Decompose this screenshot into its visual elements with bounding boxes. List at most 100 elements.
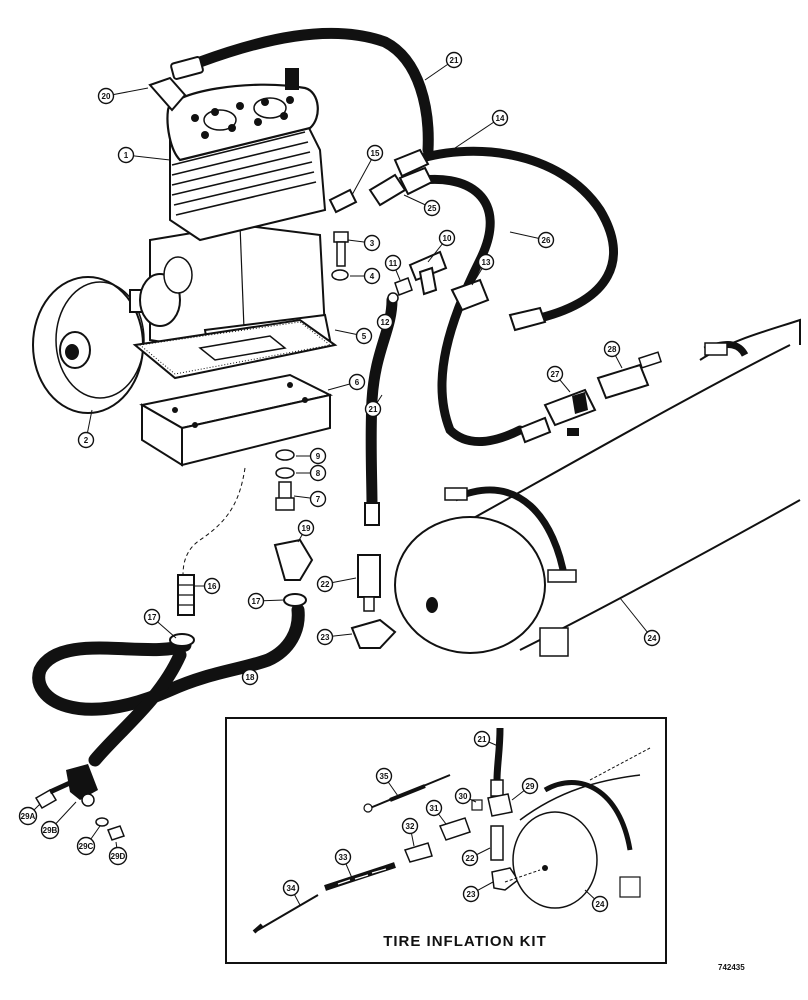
callout-label: 24 (648, 634, 657, 643)
callout-label: 24 (596, 900, 605, 909)
callout-circle (108, 846, 128, 866)
callout-circle (438, 229, 456, 247)
callout-circle (425, 799, 443, 817)
callout-label: 23 (321, 633, 330, 642)
callout-circle (461, 849, 479, 867)
callout-circle (591, 895, 609, 913)
callout-leader (454, 117, 501, 149)
drawing-number: 742435 (718, 963, 745, 972)
callout-label: 30 (459, 792, 468, 801)
air-compressor (129, 68, 332, 362)
callout-label: 29C (79, 842, 94, 851)
clamp-17-left (169, 633, 195, 647)
gasket (132, 318, 338, 380)
callout-circle (473, 730, 491, 748)
clip-29b (66, 764, 98, 807)
callout-label: 16 (208, 582, 217, 591)
callout-label: 29A (21, 812, 36, 821)
callout-circle (348, 373, 366, 391)
bolt-7 (275, 481, 295, 511)
hose-end-fitting (508, 306, 552, 444)
callout-label: 12 (381, 318, 390, 327)
callout-label: 21 (450, 56, 459, 65)
callout-label: 32 (406, 822, 415, 831)
callout-circle (97, 87, 115, 105)
callout-label: 7 (316, 495, 321, 504)
callout-circle (423, 199, 441, 217)
callout-label: 8 (316, 469, 321, 478)
callout-label: 23 (467, 890, 476, 899)
callout-circle (40, 820, 60, 840)
hose-18 (32, 603, 305, 767)
callout-circle (375, 767, 393, 785)
callout-circle (454, 787, 472, 805)
nut-29d (107, 825, 125, 841)
callout-label: 29B (43, 826, 58, 835)
callout-circle (603, 340, 621, 358)
elbow-fitting-20 (148, 56, 204, 112)
callout-circle (316, 628, 334, 646)
callout-circle (363, 267, 381, 285)
callout-circle (241, 668, 259, 686)
callout-label: 28 (608, 345, 617, 354)
callout-label: 19 (302, 524, 311, 533)
washer-8 (275, 467, 295, 479)
dashed-guide-line (182, 467, 246, 576)
callout-circle (334, 848, 352, 866)
callout-circle (76, 836, 96, 856)
bolt-3 (333, 231, 349, 267)
callout-label: 3 (370, 239, 375, 248)
callout-circle (247, 592, 265, 610)
callout-circle (309, 490, 327, 508)
callout-circle (143, 608, 161, 626)
callout-label: 25 (428, 204, 437, 213)
callout-label: 18 (246, 673, 255, 682)
callout-label: 1 (124, 151, 129, 160)
callout-circle (491, 109, 509, 127)
callout-label: 2 (84, 436, 89, 445)
callout-circle (546, 365, 564, 383)
callout-circle (477, 253, 495, 271)
callout-label: 33 (339, 853, 348, 862)
callout-circle (203, 577, 221, 595)
callout-label: 9 (316, 452, 321, 461)
callout-label: 29D (111, 852, 126, 861)
callout-label: 26 (542, 236, 551, 245)
tire-inflation-kit-inset: TIRE INFLATION KIT (225, 717, 667, 964)
elbow-23 (350, 618, 397, 649)
callout-label: 22 (466, 854, 475, 863)
callout-circle (376, 313, 394, 331)
callout-label: 13 (482, 258, 491, 267)
callout-label: 21 (478, 735, 487, 744)
fitting-25 (368, 148, 434, 207)
mounting-plate (139, 373, 333, 467)
air-tank (394, 318, 801, 657)
callout-circle (363, 234, 381, 252)
clamp-17-right (283, 593, 307, 607)
callout-circle (401, 817, 419, 835)
callout-circle (316, 575, 334, 593)
callout-label: 4 (370, 272, 375, 281)
callout-group: 1234567891011121314151617171819202121222… (18, 51, 661, 913)
callout-circle (366, 144, 384, 162)
tee-fitting-27 (543, 388, 597, 427)
callout-label: 20 (102, 92, 111, 101)
callout-label: 29 (526, 782, 535, 791)
callout-label: 17 (148, 613, 157, 622)
callout-label: 14 (496, 114, 505, 123)
pulley (32, 276, 145, 414)
fitting-22 (357, 554, 381, 612)
hose-21-upper (194, 27, 434, 156)
callout-circle (18, 806, 38, 826)
fitting-12 (387, 292, 399, 304)
callout-circle (462, 885, 480, 903)
callout-circle (445, 51, 463, 69)
hose-26 (405, 174, 525, 447)
callout-circle (537, 231, 555, 249)
callout-circle (364, 400, 382, 418)
washer-29c (95, 817, 109, 827)
callout-circle (297, 519, 315, 537)
fitting-15 (328, 188, 358, 214)
callout-circle (309, 464, 327, 482)
callout-label: 21 (369, 405, 378, 414)
